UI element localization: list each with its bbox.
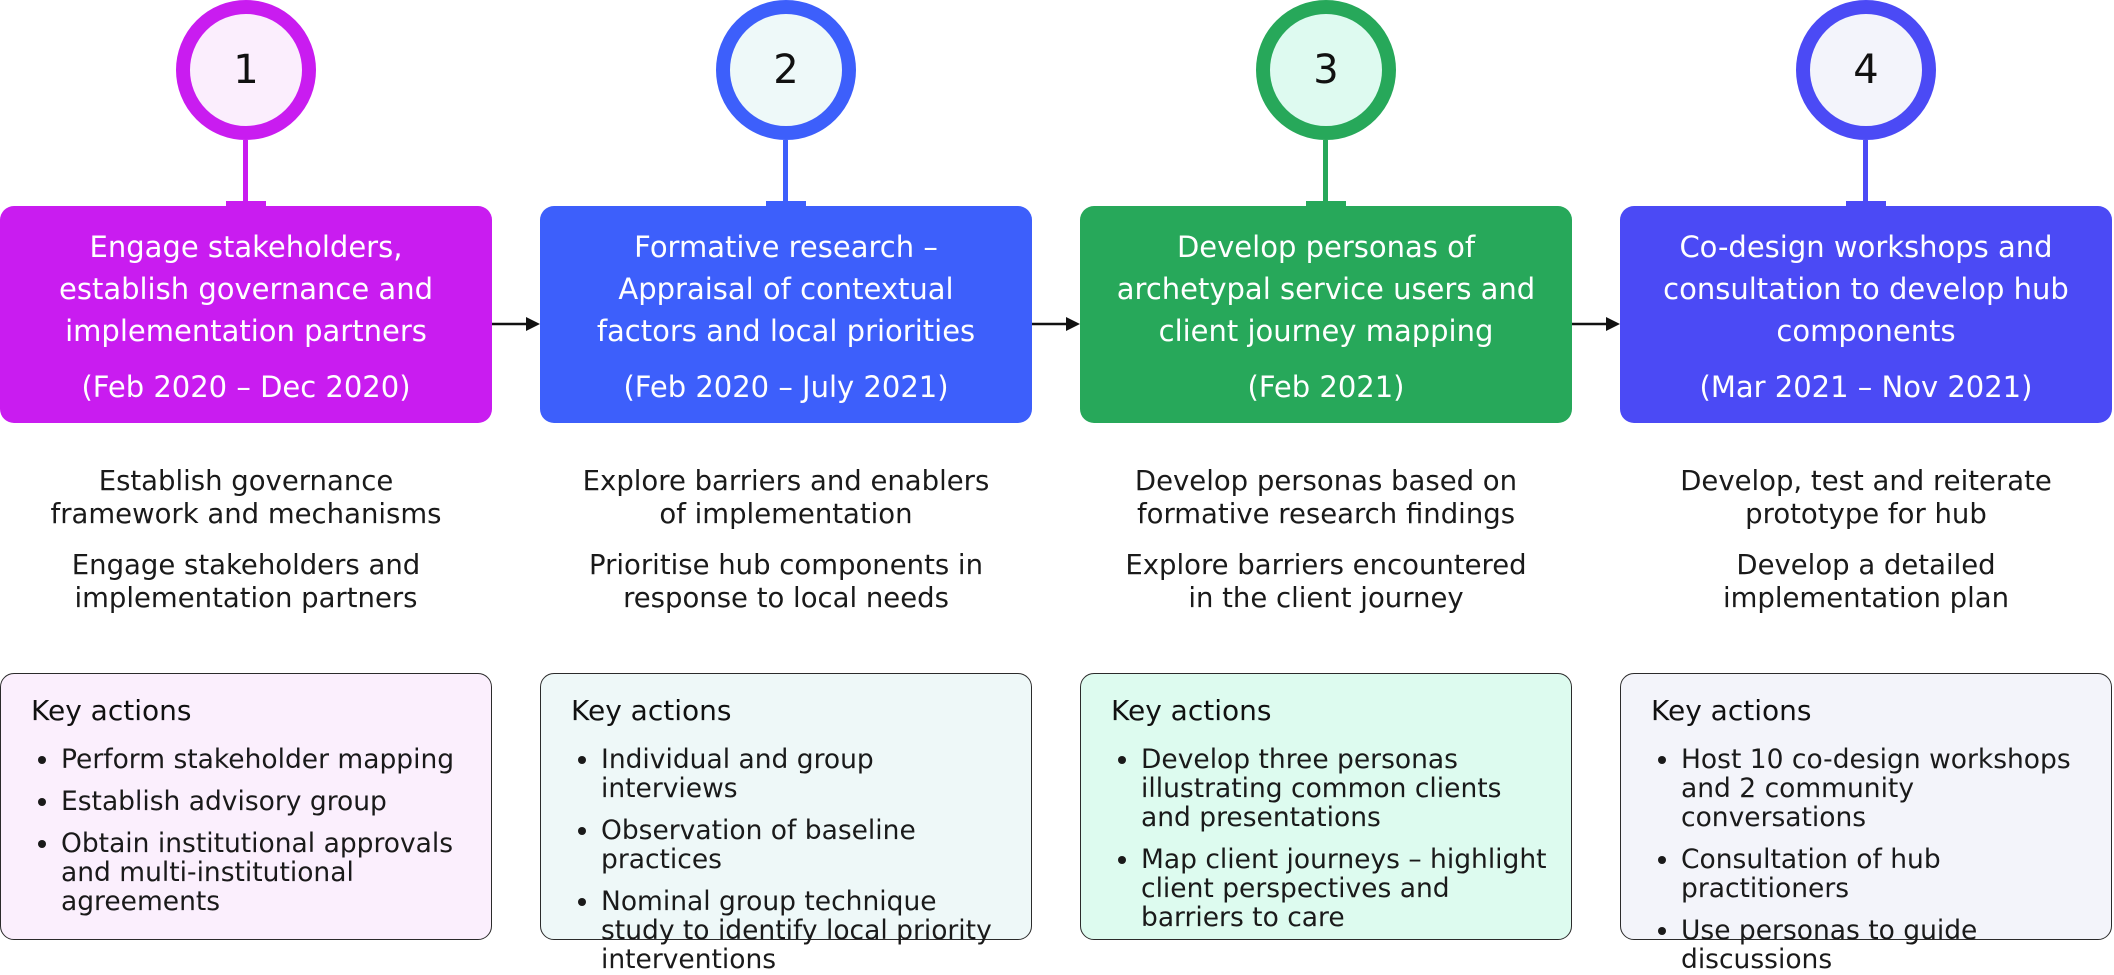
key-action-item: Obtain institutional approvals and multi… bbox=[61, 829, 469, 916]
stage-box: Formative research – Appraisal of contex… bbox=[540, 206, 1032, 423]
stage-description: Develop, test and reiterate prototype fo… bbox=[1620, 465, 2112, 633]
description-line: Prioritise hub components in response to… bbox=[589, 549, 983, 614]
stage-column-1: 1 Engage stakeholders, establish governa… bbox=[0, 0, 492, 941]
description-line: Develop, test and reiterate prototype fo… bbox=[1680, 465, 2052, 530]
key-actions-title: Key actions bbox=[1111, 694, 1272, 727]
stage-description: Establish governance framework and mecha… bbox=[0, 465, 492, 633]
description-line: Explore barriers encountered in the clie… bbox=[1125, 549, 1527, 614]
key-actions-title: Key actions bbox=[571, 694, 732, 727]
stage-description: Explore barriers and enablers of impleme… bbox=[540, 465, 1032, 633]
key-actions-title: Key actions bbox=[31, 694, 192, 727]
key-action-item: Consultation of hub practitioners bbox=[1681, 845, 2089, 903]
stage-number: 1 bbox=[233, 47, 259, 93]
connector-stem bbox=[783, 140, 788, 206]
stage-number-circle: 2 bbox=[716, 0, 856, 140]
description-line: Establish governance framework and mecha… bbox=[50, 465, 442, 530]
connector-cap bbox=[1306, 201, 1346, 206]
key-action-item: Nominal group technique study to identif… bbox=[601, 887, 1009, 974]
key-action-item: Use personas to guide discussions bbox=[1681, 916, 2089, 974]
stage-number: 3 bbox=[1313, 47, 1339, 93]
description-line: Explore barriers and enablers of impleme… bbox=[582, 465, 990, 530]
key-action-item: Establish advisory group bbox=[61, 787, 469, 816]
stage-box: Co-design workshops and consultation to … bbox=[1620, 206, 2112, 423]
key-actions-box: Key actions Individual and group intervi… bbox=[540, 673, 1032, 974]
description-line: Develop a detailed implementation plan bbox=[1722, 549, 2009, 614]
key-actions-list: Develop three personas illustrating comm… bbox=[1111, 745, 1549, 932]
stage-number-circle: 4 bbox=[1796, 0, 1936, 140]
key-action-item: Host 10 co-design workshops and 2 commun… bbox=[1681, 745, 2089, 832]
stage-dates: (Feb 2020 – Dec 2020) bbox=[81, 370, 411, 404]
connector-stem bbox=[1323, 140, 1328, 206]
stage-box: Engage stakeholders, establish governanc… bbox=[0, 206, 492, 423]
key-action-item: Individual and group interviews bbox=[601, 745, 1009, 803]
stage-number: 2 bbox=[773, 47, 799, 93]
stage-dates: (Mar 2021 – Nov 2021) bbox=[1699, 370, 2033, 404]
connector-cap bbox=[226, 201, 266, 206]
connector-cap bbox=[766, 201, 806, 206]
connector-stem bbox=[243, 140, 248, 206]
connector-stem bbox=[1863, 140, 1868, 206]
stage-title: Formative research – Appraisal of contex… bbox=[596, 230, 976, 348]
arrow-right-icon bbox=[1032, 317, 1080, 331]
stage-column-2: 2 Formative research – Appraisal of cont… bbox=[540, 0, 1032, 974]
stage-box: Develop personas of archetypal service u… bbox=[1080, 206, 1572, 423]
stage-number-circle: 3 bbox=[1256, 0, 1396, 140]
stage-number-circle: 1 bbox=[176, 0, 316, 140]
stage-dates: (Feb 2020 – July 2021) bbox=[623, 370, 949, 404]
key-action-item: Observation of baseline practices bbox=[601, 816, 1009, 874]
stage-column-3: 3 Develop personas of archetypal service… bbox=[1080, 0, 1572, 941]
key-actions-list: Host 10 co-design workshops and 2 commun… bbox=[1651, 745, 2089, 974]
key-action-item: Map client journeys – highlight client p… bbox=[1141, 845, 1549, 932]
stage-number: 4 bbox=[1853, 47, 1879, 93]
key-actions-box: Key actions Perform stakeholder mapping … bbox=[0, 673, 492, 940]
key-actions-box: Key actions Host 10 co-design workshops … bbox=[1620, 673, 2112, 974]
description-line: Develop personas based on formative rese… bbox=[1134, 465, 1518, 530]
key-actions-title: Key actions bbox=[1651, 694, 1812, 727]
stage-title: Develop personas of archetypal service u… bbox=[1116, 230, 1536, 348]
key-actions-box: Key actions Develop three personas illus… bbox=[1080, 673, 1572, 940]
stage-column-4: 4 Co-design workshops and consultation t… bbox=[1620, 0, 2112, 974]
description-line: Engage stakeholders and implementation p… bbox=[71, 549, 421, 614]
key-action-item: Develop three personas illustrating comm… bbox=[1141, 745, 1549, 832]
key-action-item: Perform stakeholder mapping bbox=[61, 745, 469, 774]
stage-dates: (Feb 2021) bbox=[1247, 370, 1405, 404]
stage-title: Engage stakeholders, establish governanc… bbox=[59, 230, 433, 348]
stage-title: Co-design workshops and consultation to … bbox=[1663, 230, 2069, 348]
arrow-right-icon bbox=[492, 317, 540, 331]
arrow-right-icon bbox=[1572, 317, 1620, 331]
key-actions-list: Perform stakeholder mapping Establish ad… bbox=[31, 745, 469, 916]
key-actions-list: Individual and group interviews Observat… bbox=[571, 745, 1009, 974]
stage-description: Develop personas based on formative rese… bbox=[1080, 465, 1572, 633]
connector-cap bbox=[1846, 201, 1886, 206]
